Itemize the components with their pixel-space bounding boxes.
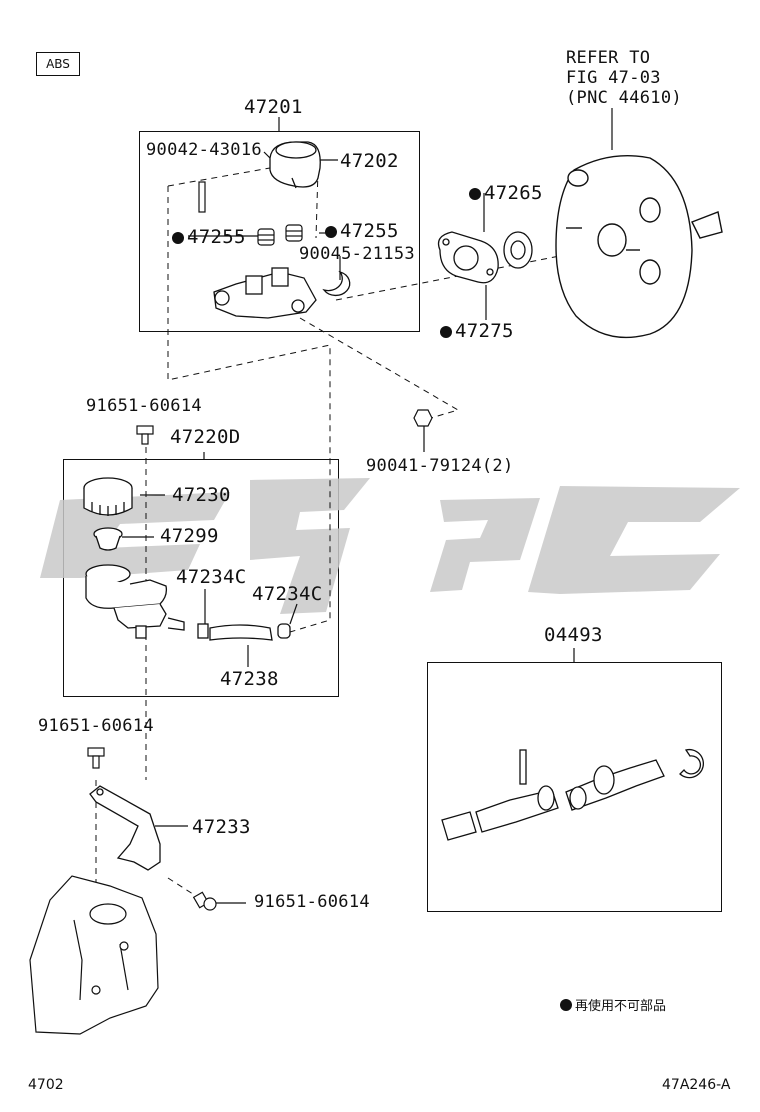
label-90042-43016: 90042-43016 — [146, 140, 262, 160]
kit-box-04493 — [427, 662, 722, 912]
label-47275: 47275 — [440, 320, 514, 342]
label-47201: 47201 — [244, 96, 303, 118]
label-47234C-right: 47234C — [252, 583, 323, 605]
label-91651-60614-mid: 91651-60614 — [38, 716, 154, 736]
label-47255-right: 47255 — [325, 220, 399, 242]
assembly-box-47201 — [139, 131, 420, 332]
refer-note-line2: FIG 47-03 — [566, 68, 661, 88]
label-04493: 04493 — [544, 624, 603, 646]
label-90041-79124: 90041-79124(2) — [366, 456, 514, 476]
label-90045-21153: 90045-21153 — [299, 244, 415, 264]
abs-tag: ABS — [36, 52, 80, 76]
label-47265: 47265 — [469, 182, 543, 204]
label-91651-60614-top: 91651-60614 — [86, 396, 202, 416]
label-47299: 47299 — [160, 525, 219, 547]
non-reusable-dot-icon — [325, 226, 337, 238]
non-reusable-dot-icon — [172, 232, 184, 244]
label-47255-left: 47255 — [172, 226, 246, 248]
label-47220D: 47220D — [170, 426, 241, 448]
legend-dot-icon — [560, 999, 572, 1011]
refer-note-line3: (PNC 44610) — [566, 88, 682, 108]
refer-note-line1: REFER TO — [566, 48, 651, 68]
label-47233: 47233 — [192, 816, 251, 838]
label-47238: 47238 — [220, 668, 279, 690]
figure-code: 47A246-A — [662, 1077, 731, 1093]
page-code: 4702 — [28, 1077, 64, 1093]
label-47230: 47230 — [172, 484, 231, 506]
label-47234C-left: 47234C — [176, 566, 247, 588]
label-91651-60614-bottom: 91651-60614 — [254, 892, 370, 912]
non-reusable-dot-icon — [440, 326, 452, 338]
non-reusable-dot-icon — [469, 188, 481, 200]
legend-non-reusable: 再使用不可部品 — [560, 995, 666, 1014]
label-47202: 47202 — [340, 150, 399, 172]
